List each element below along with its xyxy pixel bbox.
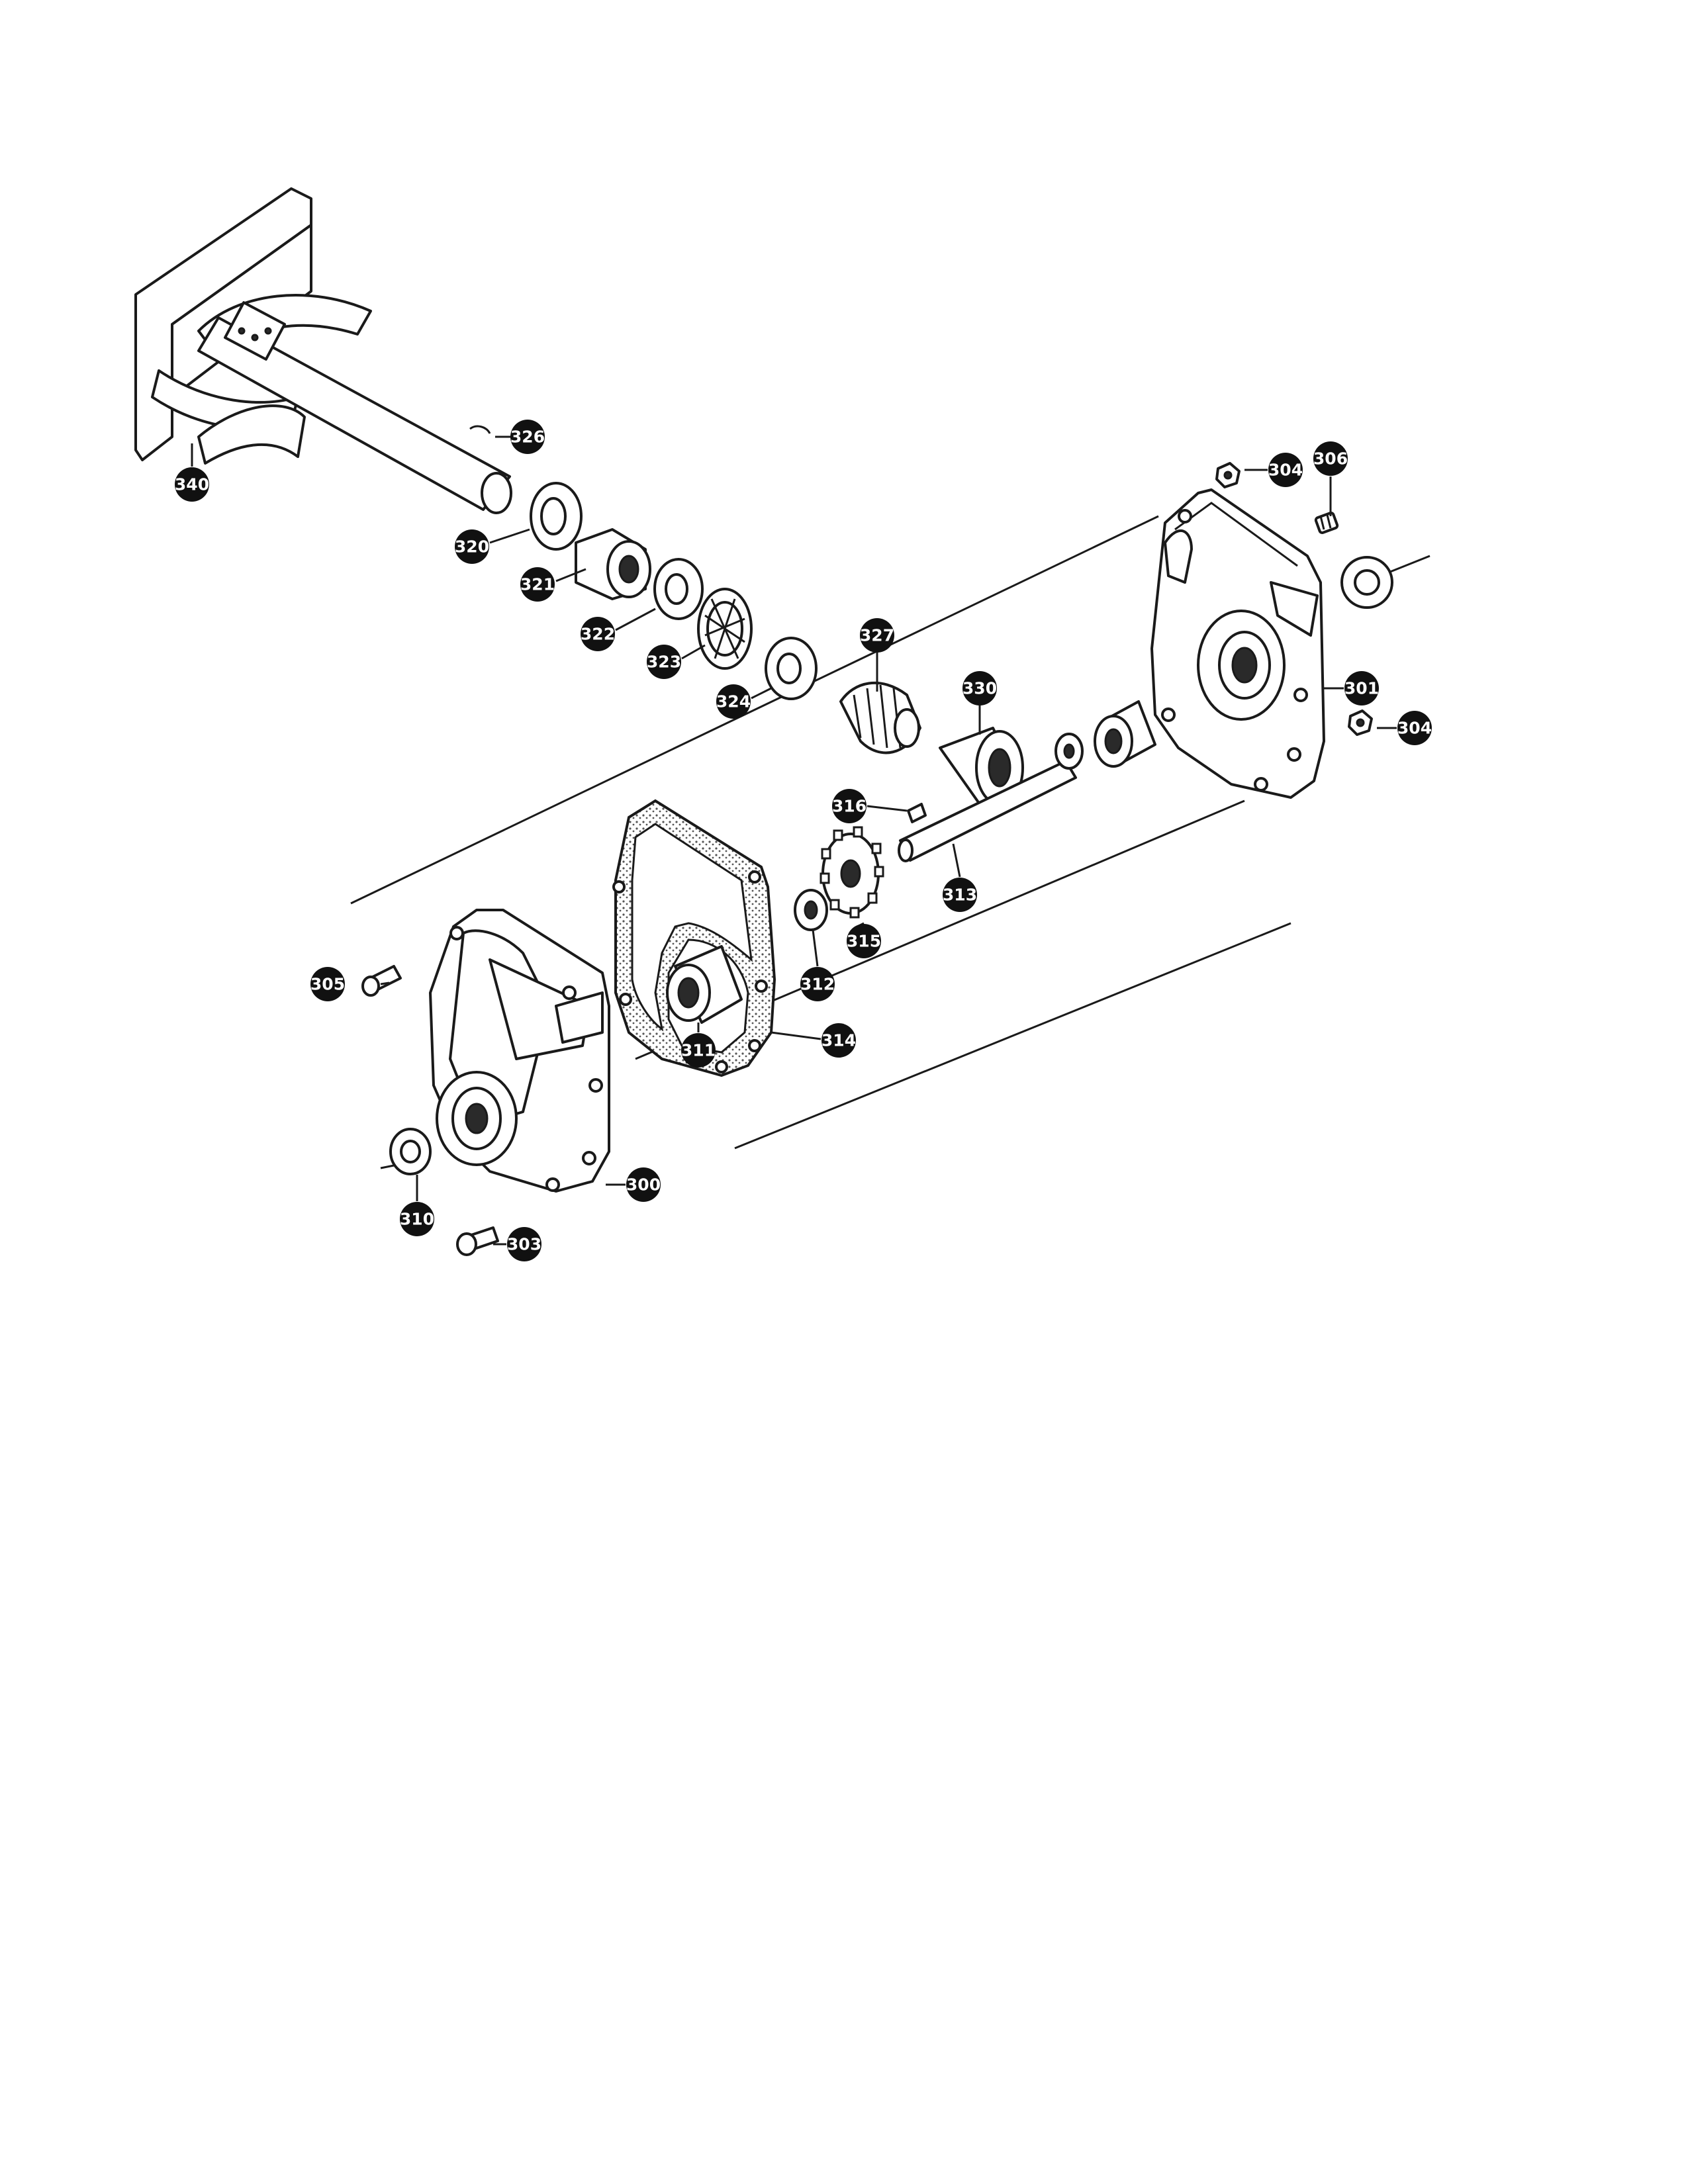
callout-301-label: 301 [1344,679,1379,698]
bearing-321 [575,528,651,600]
callout-340: 340 [175,467,209,502]
callout-304-top: 304 [1268,453,1303,487]
callout-321-label: 321 [520,575,555,594]
callout-316-label: 316 [832,797,867,816]
callout-313: 313 [943,878,977,912]
callout-324: 324 [716,684,751,719]
worm-gear-327 [839,681,921,754]
callout-320-label: 320 [455,537,489,557]
washer-312 [794,889,828,931]
callout-315-label: 315 [847,932,881,951]
callout-320: 320 [455,529,489,564]
leader-lines [191,435,1397,1246]
callout-304-right: 304 [1397,711,1432,745]
screw-303 [456,1226,499,1256]
callout-304-top-label: 304 [1268,461,1303,480]
callout-300-label: 300 [626,1175,661,1195]
right-bushing [1094,700,1156,768]
callout-301: 301 [1344,671,1379,705]
key-316 [907,803,927,823]
callouts: 326 340 320 321 322 323 324 327 [175,420,1432,1261]
callout-327-label: 327 [860,626,894,645]
callout-310-label: 310 [400,1210,434,1229]
callout-330: 330 [962,671,997,705]
thrust-bearing-323 [697,588,753,670]
callout-316: 316 [832,789,867,823]
callout-314-label: 314 [821,1031,856,1050]
callout-310: 310 [400,1202,434,1236]
pin-326 [469,425,491,434]
callout-303: 303 [507,1227,541,1261]
callout-324-label: 324 [716,692,751,711]
callout-322: 322 [581,617,615,651]
callout-300: 300 [626,1167,661,1202]
callout-322-label: 322 [581,625,615,644]
callout-306-label: 306 [1313,449,1348,469]
callout-321: 321 [520,567,555,602]
callout-311-label: 311 [681,1041,716,1060]
callout-315: 315 [847,924,881,958]
callout-306: 306 [1313,441,1348,476]
gear-315 [820,826,884,919]
callout-340-label: 340 [175,475,209,494]
bushing-311 [666,945,743,1024]
callout-312: 312 [800,967,835,1001]
gear-housing-300 [429,909,610,1193]
callout-304-right-label: 304 [1397,719,1432,738]
shaft-washer [1055,733,1084,770]
callout-305: 305 [310,967,345,1001]
seal-310 [389,1128,432,1175]
callout-323: 323 [647,645,681,679]
impeller-auger-340 [134,187,512,514]
set-screw-306 [1314,512,1339,534]
callout-303-label: 303 [507,1235,541,1254]
gear-housing-301 [1150,488,1325,799]
callout-330-label: 330 [962,679,997,698]
washer-322 [653,558,704,620]
washer-320 [530,482,583,551]
nut-304-right [1348,709,1373,736]
nut-304-top [1215,462,1241,488]
callout-305-label: 305 [310,975,345,994]
shaft-313 [898,760,1077,862]
right-seal [1340,556,1393,609]
screw-305 [361,965,402,997]
callout-326-label: 326 [510,428,545,447]
callout-312-label: 312 [800,975,835,994]
washer-324 [765,637,818,700]
callout-327: 327 [860,618,894,653]
callout-311: 311 [681,1033,716,1068]
callout-313-label: 313 [943,886,977,905]
callout-323-label: 323 [647,653,681,672]
callout-314: 314 [821,1023,856,1058]
callout-326: 326 [510,420,545,454]
